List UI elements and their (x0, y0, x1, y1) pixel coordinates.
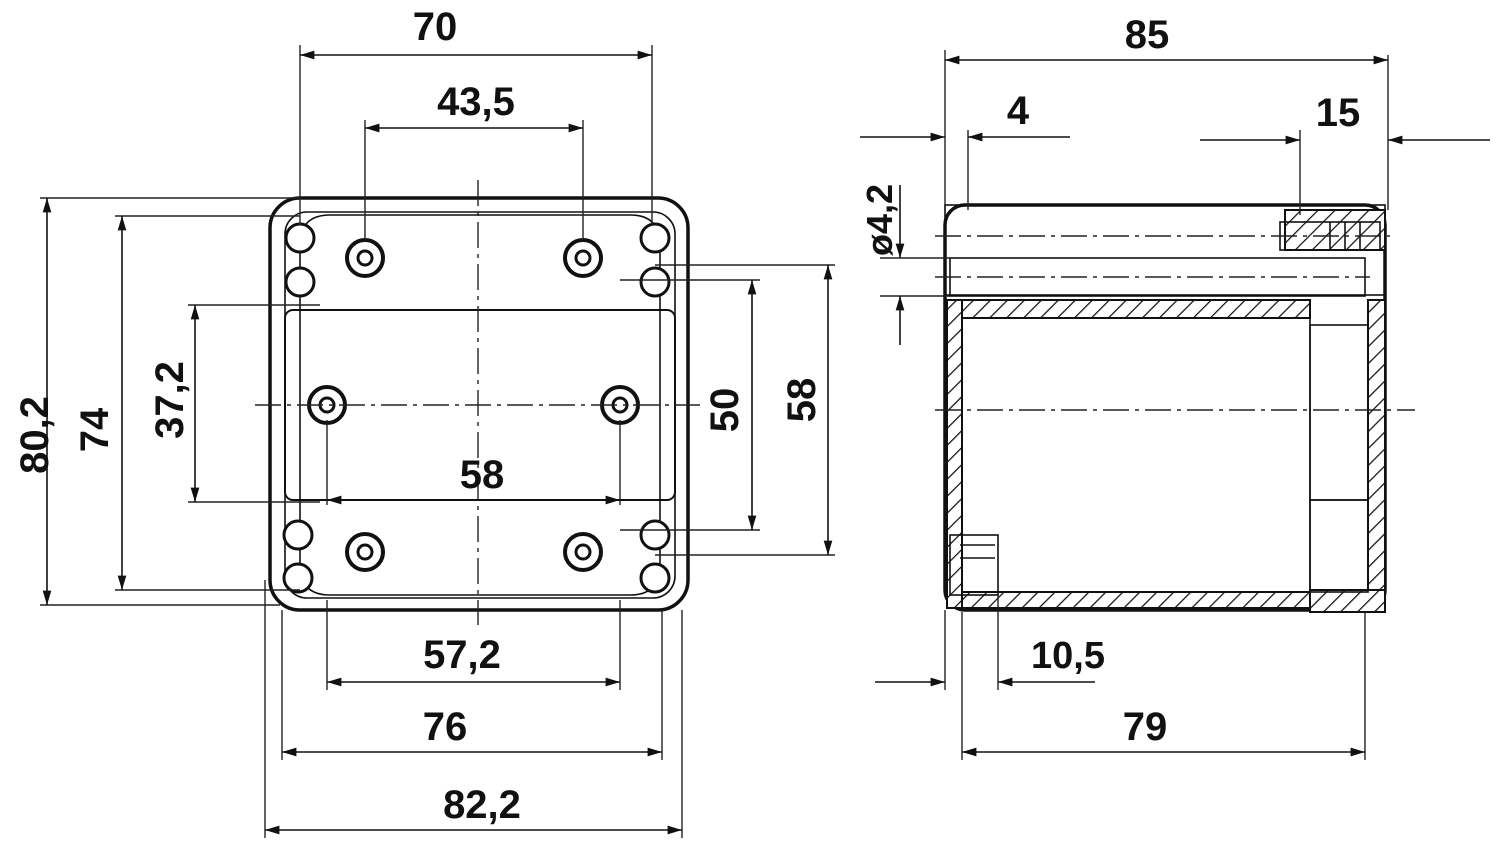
dim-bottom-inner-width: 57,2 (423, 633, 501, 677)
side-bottom-screw (949, 534, 999, 596)
side-inner-step (1309, 324, 1369, 501)
corner-screw-top-right-a (639, 222, 671, 254)
dim-bottom-overall-width: 82,2 (443, 783, 521, 827)
mounting-hole-top-right-inner (574, 249, 592, 267)
corner-screw-bosses (282, 222, 671, 594)
dim-side-lid-offset: 4 (1007, 89, 1030, 133)
dim-right-inner-height: 50 (703, 388, 747, 433)
corner-screw-bottom-left-a (282, 519, 314, 551)
front-view: 70 43,5 80,2 74 37,2 58 50 58 57,2 76 82… (13, 5, 835, 838)
side-wall-hatch-left (946, 299, 963, 609)
side-inner-cavity (961, 317, 1311, 593)
corner-screw-top-right-b (639, 266, 671, 298)
side-outer-outline (943, 203, 1387, 612)
dim-right-outer-height: 58 (780, 378, 824, 423)
dim-side-base-depth: 79 (1123, 705, 1168, 749)
corner-screw-top-left-b (284, 266, 316, 298)
mounting-hole-top-left-inner (356, 249, 374, 267)
dim-side-screw-length: 15 (1316, 91, 1361, 135)
dim-top-overall-width: 70 (413, 5, 458, 49)
corner-screw-bottom-right-b (639, 562, 671, 594)
dim-side-top-overall-depth: 85 (1125, 13, 1170, 57)
corner-screw-bottom-right-a (639, 519, 671, 551)
mounting-hole-bottom-right-inner (574, 543, 592, 561)
dim-bottom-outer-width: 76 (423, 705, 468, 749)
front-extension-lines (40, 45, 835, 838)
front-outer-outline (268, 196, 690, 612)
dim-side-wall-offset: 10,5 (1031, 635, 1105, 677)
corner-screw-bottom-left-b (282, 562, 314, 594)
side-wall-hatch-top (961, 299, 1311, 319)
dim-side-hole-diameter: ø4,2 (859, 184, 900, 256)
side-extension-lines (880, 50, 1389, 760)
dim-left-outer-height: 74 (73, 407, 117, 452)
side-dimension-lines (860, 55, 1490, 757)
corner-screw-top-left-a (284, 222, 316, 254)
mounting-holes (307, 238, 640, 572)
side-view: 85 4 15 ø4,2 10,5 79 (859, 13, 1490, 760)
dim-center-hole-spacing: 58 (460, 453, 505, 497)
side-corner-hatch-bottom-right (1309, 589, 1386, 613)
side-corner-hatch-top-right (1284, 209, 1386, 251)
side-wall-hatch-right (1367, 299, 1386, 601)
mounting-hole-bottom-left-inner (356, 543, 374, 561)
side-inner-step-lower (1309, 499, 1369, 593)
side-wall-hatch-bottom (961, 591, 1311, 609)
dim-top-hole-spacing: 43,5 (437, 80, 515, 124)
dim-left-hole-spacing: 37,2 (148, 361, 192, 439)
dim-left-overall-height: 80,2 (13, 396, 57, 474)
front-dimension-lines (42, 50, 833, 835)
